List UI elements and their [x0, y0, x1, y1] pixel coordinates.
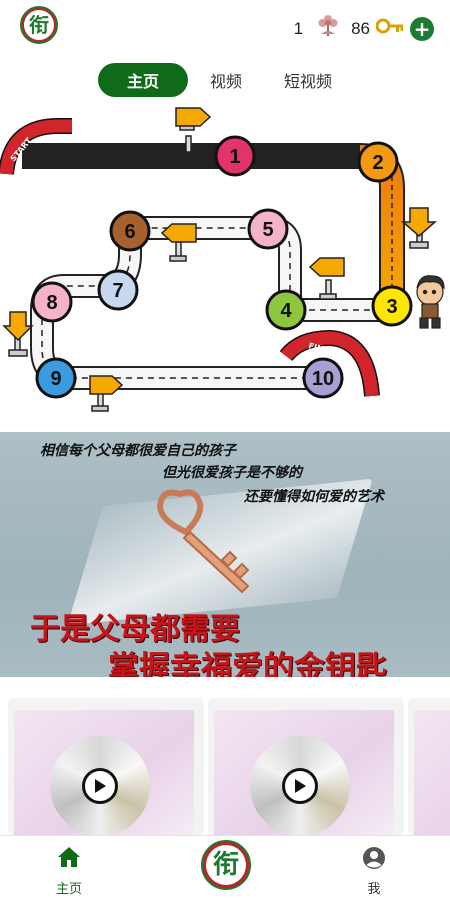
step-node-3: 3 — [371, 285, 413, 327]
video-thumbnail — [414, 710, 450, 835]
step-node-5: 5 — [247, 208, 289, 250]
key-count: 86 — [351, 18, 370, 38]
svg-text:7: 7 — [112, 280, 123, 302]
flower-count: 1 — [293, 18, 304, 38]
add-button[interactable]: + — [410, 16, 434, 41]
step-node-4: 4 — [265, 289, 307, 331]
svg-text:9: 9 — [50, 368, 61, 390]
key-icon — [375, 18, 404, 39]
banner-line-3: 还要懂得如何爱的艺术 — [244, 489, 384, 505]
banner-headline-1: 于是父母都需要 — [30, 612, 240, 647]
arrow-sign-icon — [175, 107, 212, 153]
tab-video[interactable]: 视频 — [210, 72, 243, 91]
logo-char: 衔 — [24, 10, 54, 40]
top-bar: 衔 1 86 — [0, 0, 450, 58]
flower-icon — [317, 14, 339, 43]
svg-text:2: 2 — [372, 152, 383, 174]
tab-bar: 主页 视频 短视频 — [98, 63, 346, 97]
user-stats: 1 86 + — [294, 14, 434, 43]
video-card[interactable] — [8, 698, 204, 835]
step-node-9: 9 — [35, 357, 77, 399]
play-button[interactable] — [82, 768, 118, 804]
progress-map: START FINISH — [0, 104, 450, 430]
nav-home[interactable]: 主页 — [56, 846, 82, 897]
svg-text:6: 6 — [124, 221, 135, 243]
nav-me[interactable]: 我 — [362, 846, 386, 897]
video-card[interactable] — [408, 698, 450, 835]
step-node-2: 2 — [357, 141, 399, 183]
svg-text:4: 4 — [280, 300, 292, 322]
svg-text:5: 5 — [262, 219, 273, 241]
video-card[interactable] — [208, 698, 404, 835]
kid-character-icon — [416, 275, 445, 329]
video-card-list — [0, 690, 450, 835]
svg-text:1: 1 — [229, 146, 240, 168]
step-node-10: 10 — [302, 357, 344, 399]
banner-line-2: 但光很爱孩子是不够的 — [162, 465, 302, 481]
svg-text:3: 3 — [386, 296, 397, 318]
step-node-1: 1 — [214, 135, 256, 177]
nav-me-label: 我 — [367, 882, 381, 897]
svg-text:8: 8 — [46, 292, 57, 314]
step-node-7: 7 — [97, 269, 139, 311]
svg-text:10: 10 — [312, 368, 334, 390]
nav-center-logo[interactable]: 衔 — [201, 840, 251, 890]
banner-headline-2: 掌握幸福爱的金钥匙 — [108, 650, 387, 677]
tab-home[interactable]: 主页 — [98, 63, 188, 97]
banner-line-1: 相信每个父母都很爱自己的孩子 — [40, 443, 236, 459]
nav-home-label: 主页 — [56, 882, 83, 897]
bottom-nav: 主页 衔 我 — [0, 835, 450, 900]
step-node-8: 8 — [31, 281, 73, 323]
home-icon — [57, 846, 81, 872]
user-icon — [362, 846, 386, 874]
play-button[interactable] — [282, 768, 318, 804]
nav-logo-char: 衔 — [206, 845, 246, 885]
step-node-6: 6 — [109, 210, 151, 252]
tab-short-video[interactable]: 短视频 — [284, 72, 333, 91]
heart-key-icon — [150, 484, 280, 608]
app-logo[interactable]: 衔 — [20, 6, 58, 44]
promo-banner[interactable]: 相信每个父母都很爱自己的孩子 但光很爱孩子是不够的 还要懂得如何爱的艺术 于是父… — [0, 432, 450, 677]
